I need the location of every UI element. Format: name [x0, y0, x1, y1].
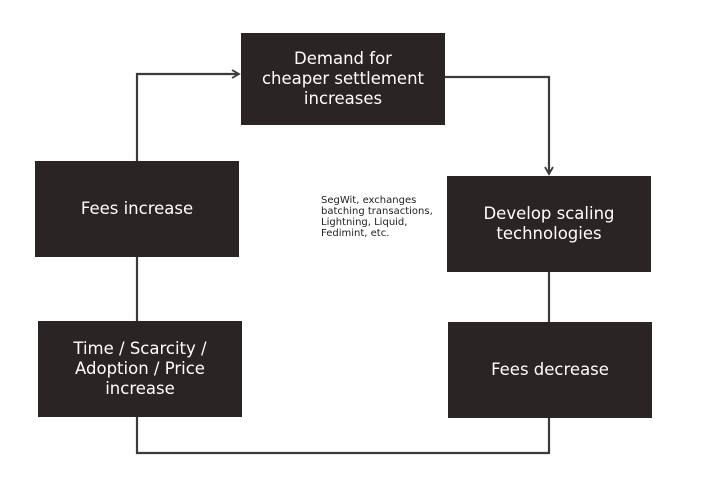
node-label-line: Demand for: [294, 49, 392, 68]
node-label-line: increase: [105, 379, 175, 398]
node-label-line: Adoption / Price: [75, 359, 205, 378]
node-label-line: Fees decrease: [491, 360, 609, 379]
edge-fees-decrease-to-time: [135, 417, 551, 455]
node-label-line: technologies: [496, 224, 602, 243]
annotation-line: Fedimint, etc.: [321, 228, 390, 239]
node-demand-for-cheaper-settlement: Demand for cheaper settlement increases: [241, 33, 445, 125]
node-label-line: Develop scaling: [483, 204, 615, 223]
node-label-line: increases: [303, 89, 383, 108]
node-fees-increase: Fees increase: [35, 161, 239, 257]
node-label-line: cheaper settlement: [261, 69, 425, 88]
node-develop-scaling-technologies: Develop scaling technologies: [447, 176, 651, 272]
scaling-examples-annotation: SegWit, exchanges batching transactions,…: [321, 195, 446, 239]
edge-fees-increase-to-demand: [135, 69, 241, 161]
annotation-line: Lightning, Liquid,: [321, 217, 408, 228]
annotation-line: batching transactions,: [321, 206, 433, 217]
node-label-line: Fees increase: [80, 199, 194, 218]
annotation-line: SegWit, exchanges: [321, 195, 417, 206]
node-label-line: Time / Scarcity /: [73, 339, 207, 358]
edge-demand-to-develop: [445, 75, 554, 176]
node-time-scarcity-adoption-price: Time / Scarcity / Adoption / Price incre…: [38, 321, 242, 417]
node-fees-decrease: Fees decrease: [448, 322, 652, 418]
